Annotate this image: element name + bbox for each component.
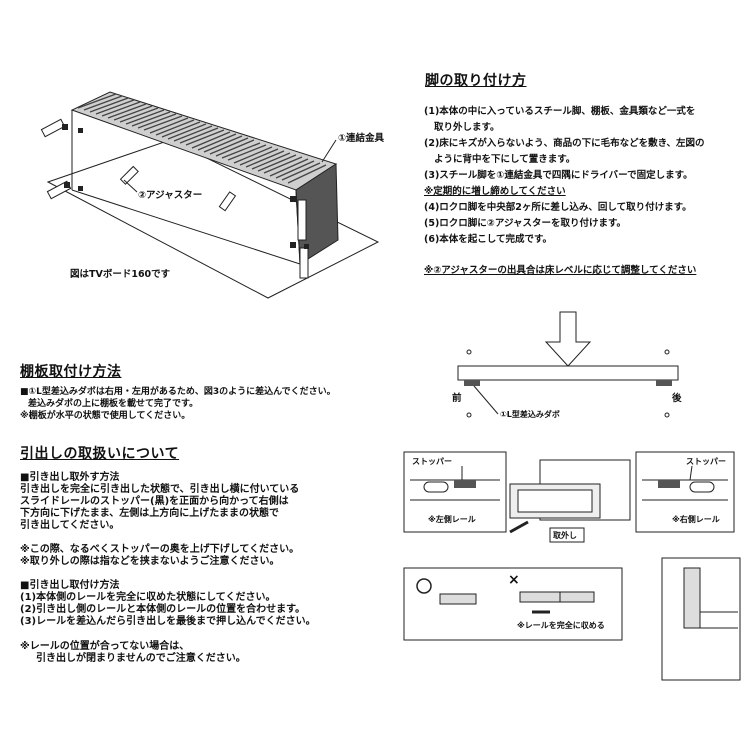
- legs-step: ように背中を下にして置きます。: [434, 154, 576, 165]
- front-label: 前: [452, 393, 462, 404]
- figure-caption: 図はTVボード160です: [70, 269, 171, 280]
- legs-title: 脚の取り付け方: [425, 73, 527, 89]
- legs-step: 取り外します。: [434, 122, 500, 133]
- caution-line: ※この際、なるべくストッパーの奥を上げ下げしてください。: [20, 544, 300, 555]
- remove-label: 取外し: [553, 531, 577, 540]
- legs-note: ※②アジャスターの出具合は床レベルに応じて調整してください: [424, 265, 697, 276]
- drawer-title: 引出しの取扱いについて: [20, 446, 180, 462]
- warning-line: ※レールの位置が合ってない場合は、: [20, 641, 190, 652]
- remove-line: 下方向に下げたまま、左側は上方向に上げたままの状態で: [20, 508, 279, 519]
- remove-line: 引き出しを完全に引き出した状態で、引き出し横に付いている: [20, 484, 300, 495]
- shelf-line: ※棚板が水平の状態で使用してください。: [20, 411, 191, 421]
- adjuster-label: ②アジャスター: [138, 190, 203, 201]
- cross-mark: ×: [508, 572, 520, 588]
- legs-step: (2)床にキズが入らないよう、商品の下に毛布などを敷き、左図の: [424, 138, 705, 149]
- legs-step: (5)ロクロ脚に②アジャスターを取り付けます。: [424, 218, 627, 229]
- warning-line: 引き出しが閉まりませんのでご注意ください。: [36, 653, 246, 664]
- stopper-label-right: ストッパー: [686, 457, 726, 466]
- legs-step: (6)本体を起こして完成です。: [424, 234, 553, 245]
- rail-note: ※レールを完全に収める: [517, 621, 605, 630]
- shelf-title: 棚板取付け方法: [20, 364, 122, 380]
- attach-heading: ■引き出し取付け方法: [20, 580, 120, 591]
- remove-line: 引き出してください。: [20, 520, 120, 531]
- remove-heading: ■引き出し取外す方法: [20, 472, 120, 483]
- attach-line: (2)引き出し側のレールと本体側のレールの位置を合わせます。: [20, 604, 306, 615]
- attach-line: (1)本体側のレールを完全に収めた状態にしてください。: [20, 592, 276, 603]
- dowel-label: ①L型差込みダボ: [500, 410, 560, 419]
- shelf-line: 差込みダボの上に棚板を載せて完了です。: [28, 399, 199, 409]
- legs-step-note: ※定期的に増し締めしてください: [424, 186, 566, 197]
- legs-step: (3)スチール脚を①連結金具で四隅にドライバーで固定します。: [424, 170, 693, 181]
- connector-label: ①連結金具: [338, 133, 385, 144]
- remove-line: スライドレールのストッパー(黒)を正面から向かって右側は: [20, 496, 289, 507]
- legs-step: (1)本体の中に入っているスチール脚、棚板、金具類など一式を: [424, 106, 696, 117]
- stopper-label-left: ストッパー: [412, 457, 452, 466]
- back-label: 後: [672, 393, 682, 404]
- circle-mark: ○: [418, 578, 429, 592]
- left-rail-label: ※左側レール: [428, 515, 476, 524]
- shelf-line: ■①L型差込みダボは右用・左用があるため、図3のように差込んでください。: [20, 387, 336, 397]
- caution-line: ※取り外しの際は指などを挟まないようご注意ください。: [20, 556, 280, 567]
- legs-step: (4)ロクロ脚を中央部2ヶ所に差し込み、回して取り付けます。: [424, 202, 692, 213]
- attach-line: (3)レールを差込んだら引き出しを最後まで押し込んでください。: [20, 616, 316, 627]
- right-rail-label: ※右側レール: [672, 515, 720, 524]
